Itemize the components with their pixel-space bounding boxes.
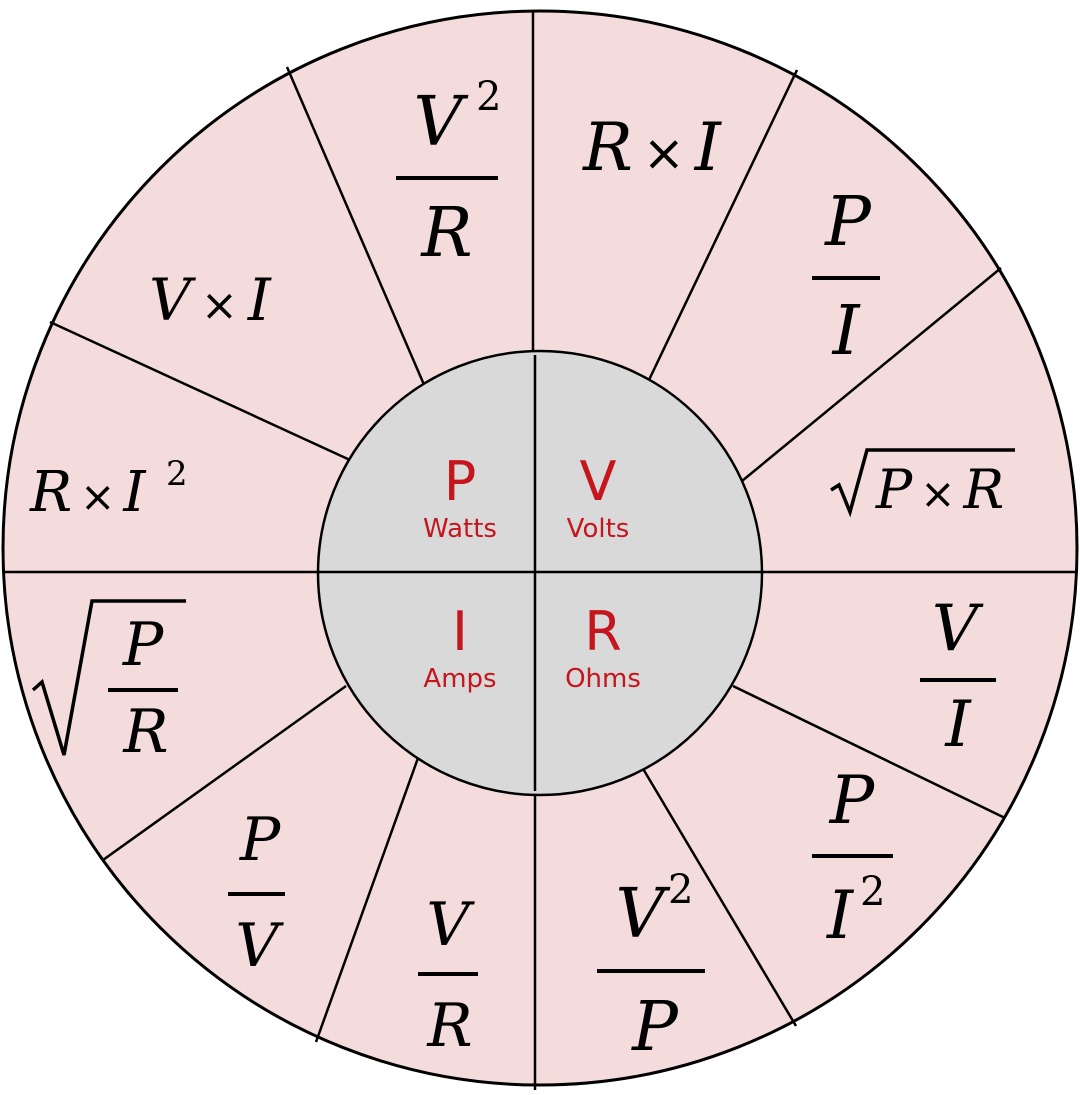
resistance-unit: Ohms	[565, 664, 641, 694]
formula-sqrt-p-over-r: P R	[31, 599, 186, 767]
power-symbol: P	[444, 450, 477, 513]
voltage-unit: Volts	[567, 514, 630, 544]
radical-sign	[830, 448, 1015, 518]
formula-p-over-i-squared: P I 2	[812, 762, 893, 954]
formula-numerator: P	[829, 762, 876, 839]
formula-denominator: I	[826, 877, 855, 954]
quadrant-voltage: V Volts	[567, 450, 630, 544]
formula-denominator: P	[630, 988, 679, 1067]
divider-lower-left-2	[102, 684, 347, 862]
voltage-symbol: V	[580, 450, 617, 513]
divider-lower-right-1	[732, 684, 1006, 820]
divider-upper-right-1	[646, 69, 799, 383]
divider-lower-left-1	[314, 757, 420, 1043]
formula-r-times-i-squared: R×I 2	[29, 454, 188, 525]
formula-exponent: 2	[860, 869, 885, 915]
quadrant-power: P Watts	[423, 450, 497, 544]
formula-numerator: P	[823, 183, 872, 262]
formula-denominator: R	[419, 194, 472, 273]
power-unit: Watts	[423, 514, 497, 544]
radical-sign	[31, 599, 186, 756]
divider-lower-right-2	[640, 766, 798, 1027]
formula-v-squared-over-r: V 2 R	[396, 74, 501, 273]
formula-denominator: R	[426, 991, 472, 1061]
formula-denominator: I	[944, 688, 972, 762]
formula-product: V×I	[149, 266, 272, 334]
formula-numerator: V	[615, 875, 670, 954]
formula-exponent: 2	[668, 867, 693, 913]
formula-numerator: P	[122, 610, 165, 680]
formula-p-over-v: P V	[228, 805, 285, 981]
formula-v-times-i: V×I	[149, 266, 272, 334]
current-symbol: I	[452, 600, 468, 663]
formula-sqrt-p-times-r: P×R	[830, 448, 1015, 521]
divider-upper-left-1	[285, 66, 427, 388]
formula-v-over-i: V I	[920, 592, 996, 762]
formula-numerator: V	[426, 890, 475, 960]
divider-upper-left-2	[49, 320, 351, 462]
sector-dividers	[3, 11, 1077, 1090]
resistance-symbol: R	[584, 600, 622, 663]
formula-exponent: 2	[476, 74, 501, 120]
divider-upper-right-2	[741, 267, 1002, 482]
formula-numerator: P	[239, 805, 282, 875]
quadrant-current: I Amps	[423, 600, 496, 694]
current-unit: Amps	[423, 664, 496, 694]
formula-product: R×I	[582, 109, 723, 186]
formula-numerator: V	[932, 592, 984, 666]
formula-denominator: V	[235, 911, 284, 981]
formula-product: R×I	[29, 460, 147, 525]
formula-radicand: P×R	[875, 458, 1004, 521]
formula-v-squared-over-p: V 2 P	[597, 867, 705, 1067]
formula-denominator: R	[122, 697, 168, 767]
formula-denominator: I	[831, 292, 861, 371]
formula-exponent: 2	[166, 454, 188, 494]
formula-v-over-r: V R	[418, 890, 478, 1061]
formula-numerator: V	[413, 83, 468, 162]
quadrant-resistance: R Ohms	[565, 600, 641, 694]
formula-p-over-i: P I	[812, 183, 880, 371]
formula-r-times-i: R×I	[582, 109, 723, 186]
